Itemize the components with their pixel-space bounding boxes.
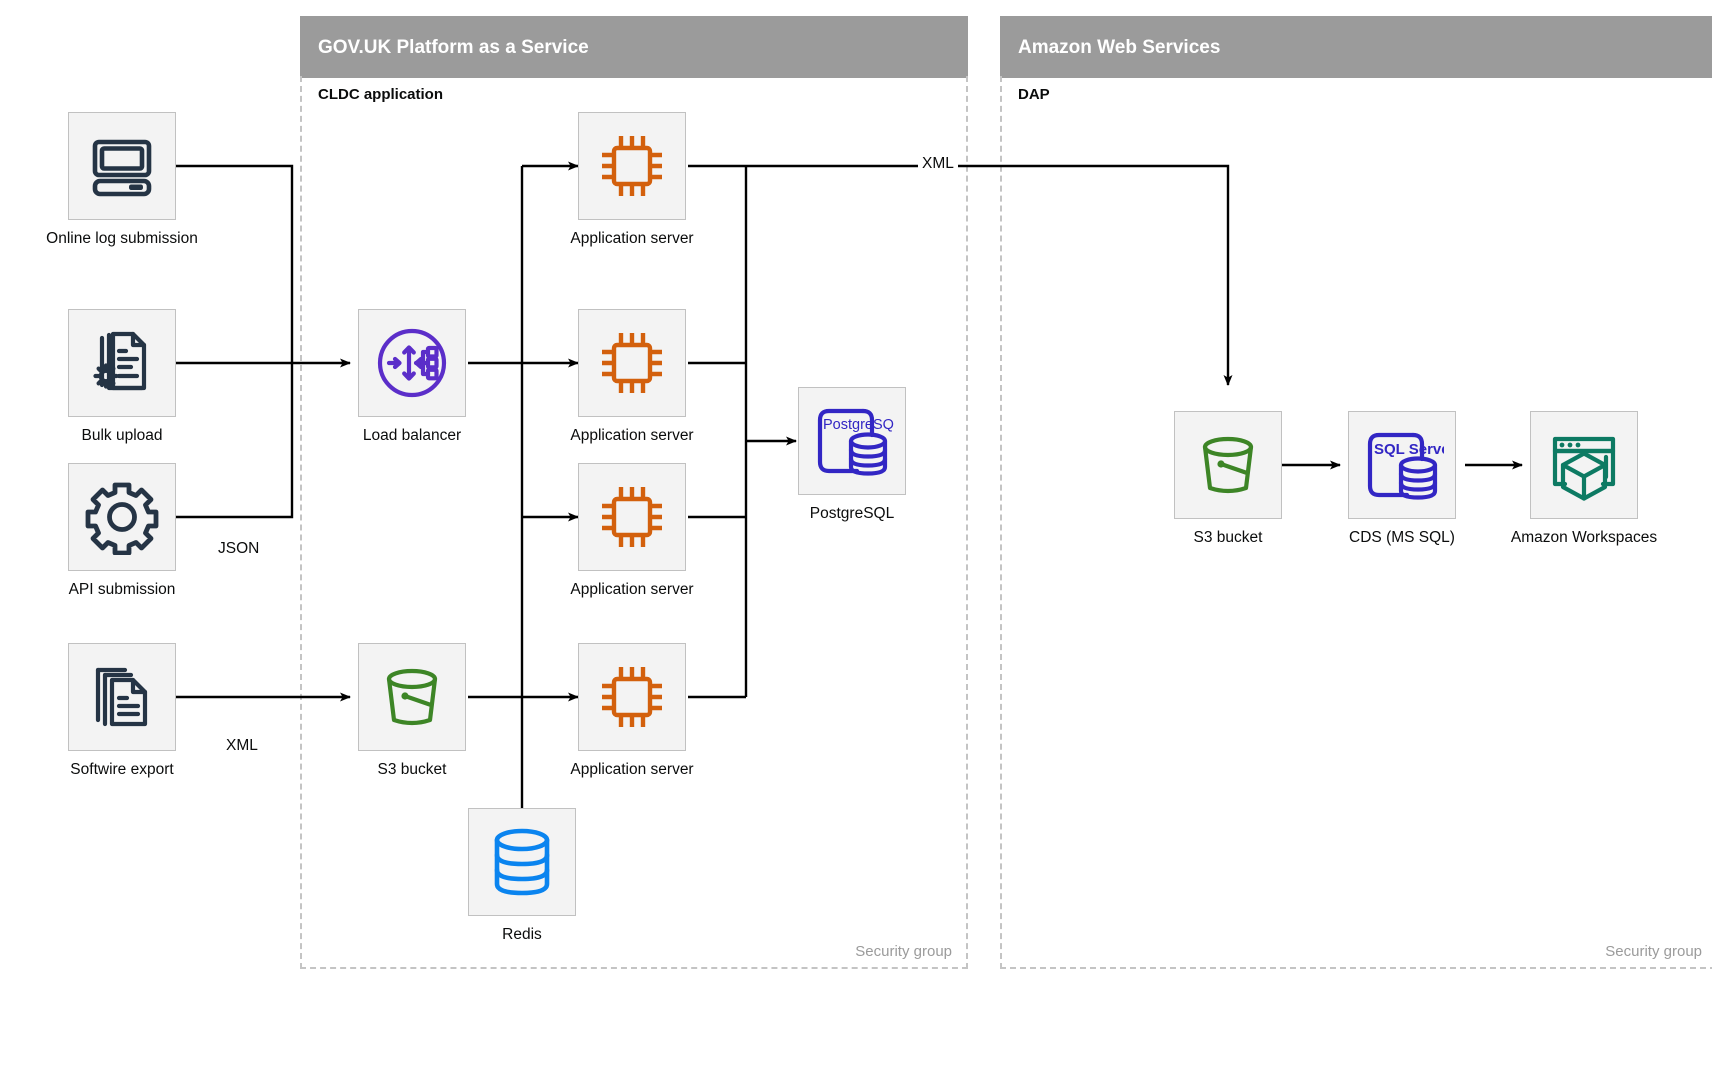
cds-ms-sql-tile: SQL Server [1348,411,1456,519]
postgresql-tile: PostgreSQL [798,387,906,495]
node-application-server-1[interactable]: Application server [570,112,694,247]
sql-server-icon: SQL Server [1367,432,1444,500]
group-boundary-paas [300,76,968,969]
load-balancer-icon [377,328,447,398]
edge-label-xml-softwire: XML [222,737,262,755]
edge-label-json: JSON [214,540,264,558]
workspaces-cube-icon [1552,436,1616,501]
api-submission-tile [68,463,176,571]
security-group-label-paas: Security group [855,943,952,960]
node-application-server-2[interactable]: Application server [570,309,694,444]
security-group-label-aws: Security group [1605,943,1702,960]
group-boundary-aws [1000,76,1712,969]
cpu-chip-icon [602,333,662,393]
database-cylinder-icon [494,828,550,896]
s3-bucket-aws-label: S3 bucket [1193,529,1263,546]
document-stack-icon [95,667,148,727]
node-application-server-4[interactable]: Application server [570,643,694,778]
application-server-2-tile [578,309,686,417]
node-amazon-workspaces[interactable]: Amazon Workspaces [1511,411,1657,546]
group-sublabel-cldc: CLDC application [318,86,444,103]
application-server-3-label: Application server [570,581,694,598]
redis-label: Redis [502,926,542,943]
bulk-upload-tile [68,309,176,417]
postgresql-icon-text: PostgreSQL [823,417,894,433]
online-log-submission-label: Online log submission [46,230,198,247]
edge-label-xml-dap: XML [918,155,958,173]
gear-icon [85,482,159,555]
sql-server-icon-text: SQL Server [1374,441,1444,458]
bulk-upload-label: Bulk upload [81,427,163,444]
group-title-paas: GOV.UK Platform as a Service [318,36,589,58]
cpu-chip-icon [602,667,662,727]
application-server-3-tile [578,463,686,571]
s3-bucket-paas-label: S3 bucket [377,761,447,778]
node-api-submission[interactable]: API submission [68,463,176,598]
group-sublabel-dap: DAP [1018,86,1050,103]
s3-bucket-paas-tile [358,643,466,751]
cpu-chip-icon [602,136,662,196]
desktop-computer-icon [92,139,152,197]
amazon-workspaces-tile [1530,411,1638,519]
application-server-1-tile [578,112,686,220]
bucket-icon [386,668,438,726]
s3-bucket-aws-tile [1174,411,1282,519]
softwire-export-label: Softwire export [70,761,174,778]
node-bulk-upload[interactable]: Bulk upload [68,309,176,444]
node-load-balancer[interactable]: Load balancer [358,309,466,444]
group-header-paas: GOV.UK Platform as a Service [300,16,968,78]
postgresql-label: PostgreSQL [809,505,895,522]
node-cds-ms-sql[interactable]: SQL Server CDS (MS SQL) [1348,411,1456,546]
application-server-1-label: Application server [570,230,694,247]
group-header-aws: Amazon Web Services [1000,16,1712,78]
api-submission-label: API submission [68,581,176,598]
node-softwire-export[interactable]: Softwire export [68,643,176,778]
node-postgresql[interactable]: PostgreSQL PostgreSQL [798,387,906,522]
online-log-submission-tile [68,112,176,220]
node-online-log-submission[interactable]: Online log submission [46,112,198,247]
load-balancer-label: Load balancer [362,427,462,444]
node-s3-bucket-aws[interactable]: S3 bucket [1174,411,1282,546]
bucket-icon [1202,436,1254,494]
node-s3-bucket-paas[interactable]: S3 bucket [358,643,466,778]
softwire-export-tile [68,643,176,751]
cds-ms-sql-label: CDS (MS SQL) [1349,529,1455,546]
group-title-aws: Amazon Web Services [1018,36,1221,58]
node-redis[interactable]: Redis [468,808,576,943]
postgresql-icon: PostgreSQL [817,408,894,476]
application-server-2-label: Application server [570,427,694,444]
load-balancer-tile [358,309,466,417]
application-server-4-label: Application server [570,761,694,778]
application-server-4-tile [578,643,686,751]
amazon-workspaces-label: Amazon Workspaces [1510,529,1658,546]
redis-tile [468,808,576,916]
document-gear-icon [93,331,147,391]
cpu-chip-icon [602,487,662,547]
node-application-server-3[interactable]: Application server [570,463,694,598]
